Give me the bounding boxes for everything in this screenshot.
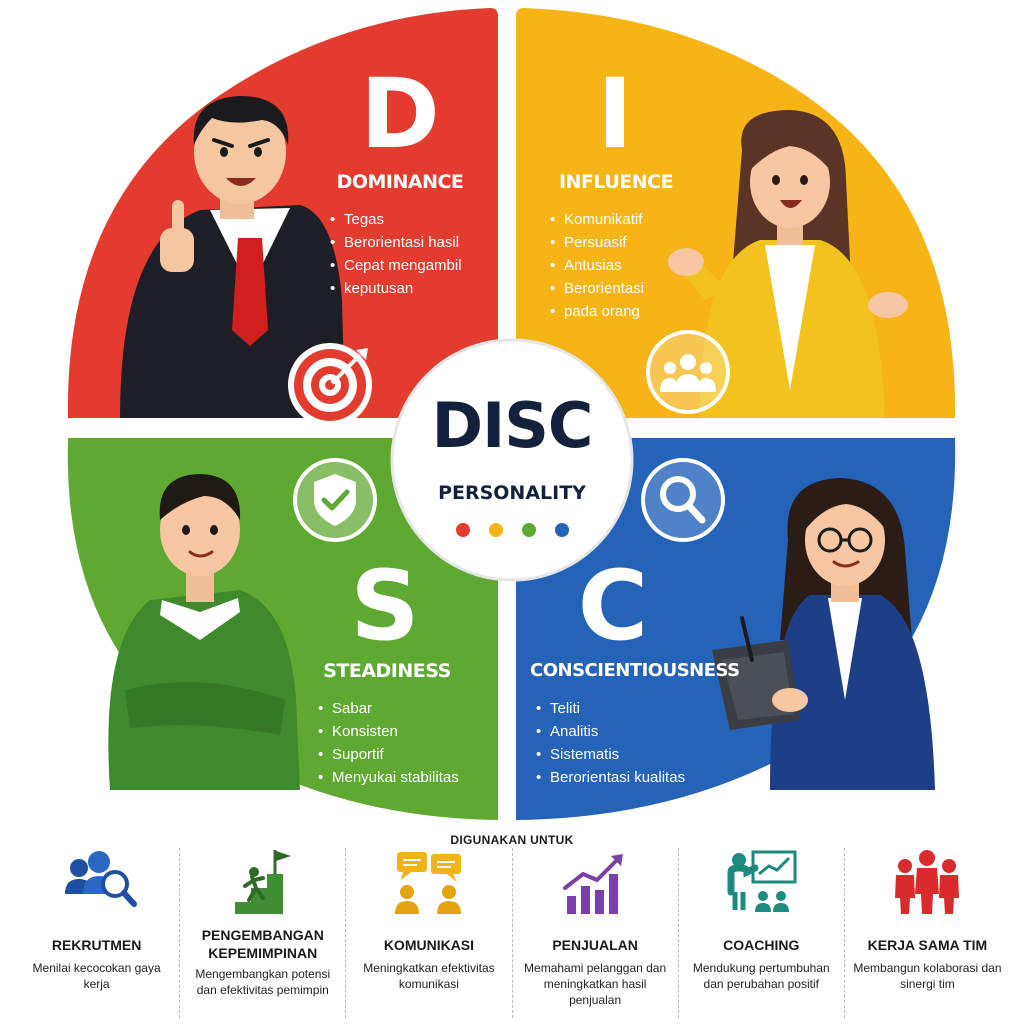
dot-red [456,523,470,537]
magnifier-icon [641,458,725,542]
steadiness-title: STEADINESS [323,660,451,682]
center-title: DISC [431,389,594,462]
trait-item: Analitis [536,720,711,743]
use-title: KERJA SAMA TIM [867,937,988,953]
use-item-penjualan: PENJUALAN Memahami pelanggan dan meningk… [511,848,678,1018]
dominance-man-illustration [120,96,345,418]
trait-item: Suportif [318,743,493,766]
use-item-kerja-sama-tim: KERJA SAMA TIM Membangun kolaborasi dan … [843,848,1010,1018]
use-item-rekrutmen: REKRUTMEN Menilai kecocokan gaya kerja [14,848,179,1018]
letter-c: C [577,550,649,662]
conscientiousness-woman-illustration [712,478,935,790]
use-description: Membangun kolaborasi dan sinergi tim [853,961,1002,991]
use-description: Memahami pelanggan dan meningkatkan hasi… [524,961,667,1007]
use-description: Meningkatkan efektivitas komunikasi [363,961,495,991]
trait-item: Menyukai stabilitas [318,766,493,789]
use-title: REKRUTMEN [51,937,142,953]
use-title: PENGEMBANGAN KEPEMIMPINAN [201,927,324,961]
use-item-coaching: COACHING Mendukung pertumbuhan dan perub… [677,848,844,1018]
influence-title: INFLUENCE [558,171,674,193]
use-description: Mendukung pertumbuhan dan perubahan posi… [692,961,830,991]
uses-row: REKRUTMEN Menilai kecocokan gaya kerja P… [14,848,1010,1018]
dominance-title: DOMINANCE [336,171,464,193]
trait-item: Konsisten [318,720,493,743]
trait-item: pada orang [550,300,700,323]
letter-s: S [350,550,420,662]
trait-item: Cepat mengambil [330,254,500,277]
steadiness-man-illustration [108,474,300,790]
dot-yellow [489,523,503,537]
people-group-icon [646,330,730,414]
use-item-kepemimpinan: PENGEMBANGAN KEPEMIMPINAN Mengembangkan … [179,848,345,1018]
conscientiousness-traits: Teliti Analitis Sistematis Berorientasi … [536,697,711,789]
trait-item: Berorientasi kualitas [536,766,711,789]
use-title: KOMUNIKASI [383,937,475,953]
letter-i: I [597,58,633,170]
trait-item: Komunikatif [550,208,700,231]
leader-stairs-flag-icon [234,850,291,914]
trait-item: Berorientasi [550,277,700,300]
trait-item: Berorientasi hasil [330,231,500,254]
center-circle [390,338,634,582]
dominance-traits: Tegas Berorientasi hasil Cepat mengambil… [330,208,500,300]
use-item-komunikasi: KOMUNIKASI Meningkatkan efektivitas komu… [345,848,511,1018]
trait-item: Sabar [318,697,493,720]
target-icon [288,343,372,427]
use-description: Mengembangkan potensi dan efektivitas pe… [195,967,331,997]
shield-check-icon [293,458,377,542]
chat-people-icon [394,852,461,914]
trait-item: keputusan [330,277,500,300]
recruit-search-icon [64,851,137,907]
team-icon [895,850,960,914]
steadiness-traits: Sabar Konsisten Suportif Menyukai stabil… [318,697,493,789]
use-description: Menilai kecocokan gaya kerja [32,961,161,991]
growth-chart-icon [563,854,624,914]
trait-item: Teliti [536,697,711,720]
trait-item: Tegas [330,208,500,231]
trait-item: Persuasif [550,231,700,254]
use-title: PENJUALAN [552,937,638,953]
conscientiousness-title: CONSCIENTIOUSNESS [530,660,740,681]
used-for-heading: DIGUNAKAN UNTUK [450,833,574,847]
dot-blue [555,523,569,537]
influence-traits: Komunikatif Persuasif Antusias Berorient… [550,208,700,323]
trait-item: Antusias [550,254,700,277]
coaching-board-icon [727,850,797,912]
dot-green [522,523,536,537]
use-title: COACHING [723,937,800,953]
letter-d: D [360,58,440,170]
center-subtitle: PERSONALITY [438,482,586,504]
trait-item: Sistematis [536,743,711,766]
